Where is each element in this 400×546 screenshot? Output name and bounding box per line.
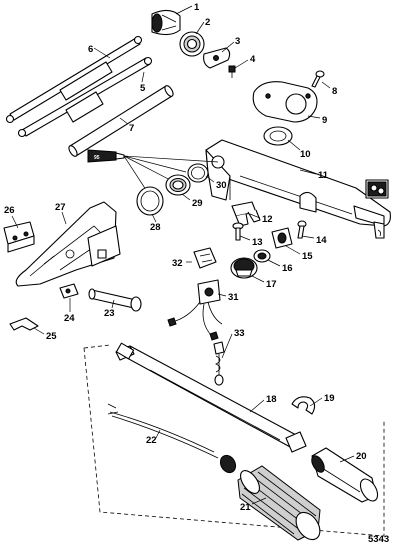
part-gas-spring-lower [17,56,153,138]
callout-14: 14 [316,235,327,246]
callout-29: 29 [192,198,203,209]
callout-19: 19 [324,393,335,404]
part-pivot-pin [88,288,142,312]
callout-labels: 1 2 3 4 5 6 7 8 9 10 11 12 13 14 15 16 1… [4,2,367,513]
callout-17: 17 [266,279,277,290]
callout-32: 32 [172,258,183,269]
callout-26: 26 [4,205,15,216]
callout-22: 22 [146,435,157,446]
part-clamp-band [151,9,181,36]
part-decal [365,179,389,199]
callout-21: 21 [240,502,251,513]
callout-13: 13 [252,237,263,248]
part-spring-clip [193,247,217,269]
callout-31: 31 [228,292,239,303]
callout-28: 28 [150,222,161,233]
part-bolt-14 [297,220,307,239]
callout-12: 12 [262,214,273,225]
callout-3: 3 [235,36,240,47]
callout-6: 6 [88,44,93,55]
part-bracket-12 [231,201,261,227]
sealant-ref-label: 95 [94,155,100,161]
part-mount-housing [15,201,121,287]
leader-lines [11,5,355,505]
callout-7: 7 [129,123,134,134]
part-lanyard [213,341,225,386]
part-bolt-13 [232,222,244,241]
callout-18: 18 [266,394,277,405]
callout-2: 2 [205,17,210,28]
part-block [3,221,35,253]
part-throttle-shaft [115,342,307,453]
part-seal-30 [187,163,209,183]
part-tiller-arm [205,139,391,239]
part-friction-knob [230,257,258,279]
callout-27: 27 [55,202,66,213]
callout-16: 16 [282,263,293,274]
part-seal-29 [165,174,191,196]
part-cover-ring [263,126,293,146]
part-screw-cover [311,70,325,88]
callout-30: 30 [216,180,227,191]
part-cover-plate [252,81,318,123]
callout-33: 33 [234,328,245,339]
part-gas-spring-upper [5,35,143,124]
callout-15: 15 [302,251,313,262]
part-clip-ring [291,396,316,415]
callout-5: 5 [140,83,146,94]
part-clip-24 [59,283,79,299]
part-bushing-ring [179,31,205,57]
callout-24: 24 [64,313,75,324]
part-screw-small [228,65,236,78]
part-grip-inner [311,447,379,503]
callout-9: 9 [322,115,327,126]
part-clamp-block [271,227,293,249]
part-retainer-plate [203,47,231,69]
callout-10: 10 [300,149,311,160]
assembly-outline [83,344,385,537]
part-washer [253,249,271,263]
callout-11: 11 [318,170,329,181]
callout-20: 20 [356,451,367,462]
part-bracket-25 [9,317,39,331]
part-grip-sleeve [237,465,321,541]
part-o-ring-28 [136,186,164,216]
figure-id: 5343 [368,534,389,545]
callout-25: 25 [46,331,57,342]
part-tube [68,85,174,157]
part-stop-switch [167,279,223,341]
callout-8: 8 [332,86,337,97]
callout-4: 4 [250,54,256,65]
callout-23: 23 [104,308,115,319]
part-throttle-cable [107,403,237,474]
callout-1: 1 [194,2,200,13]
